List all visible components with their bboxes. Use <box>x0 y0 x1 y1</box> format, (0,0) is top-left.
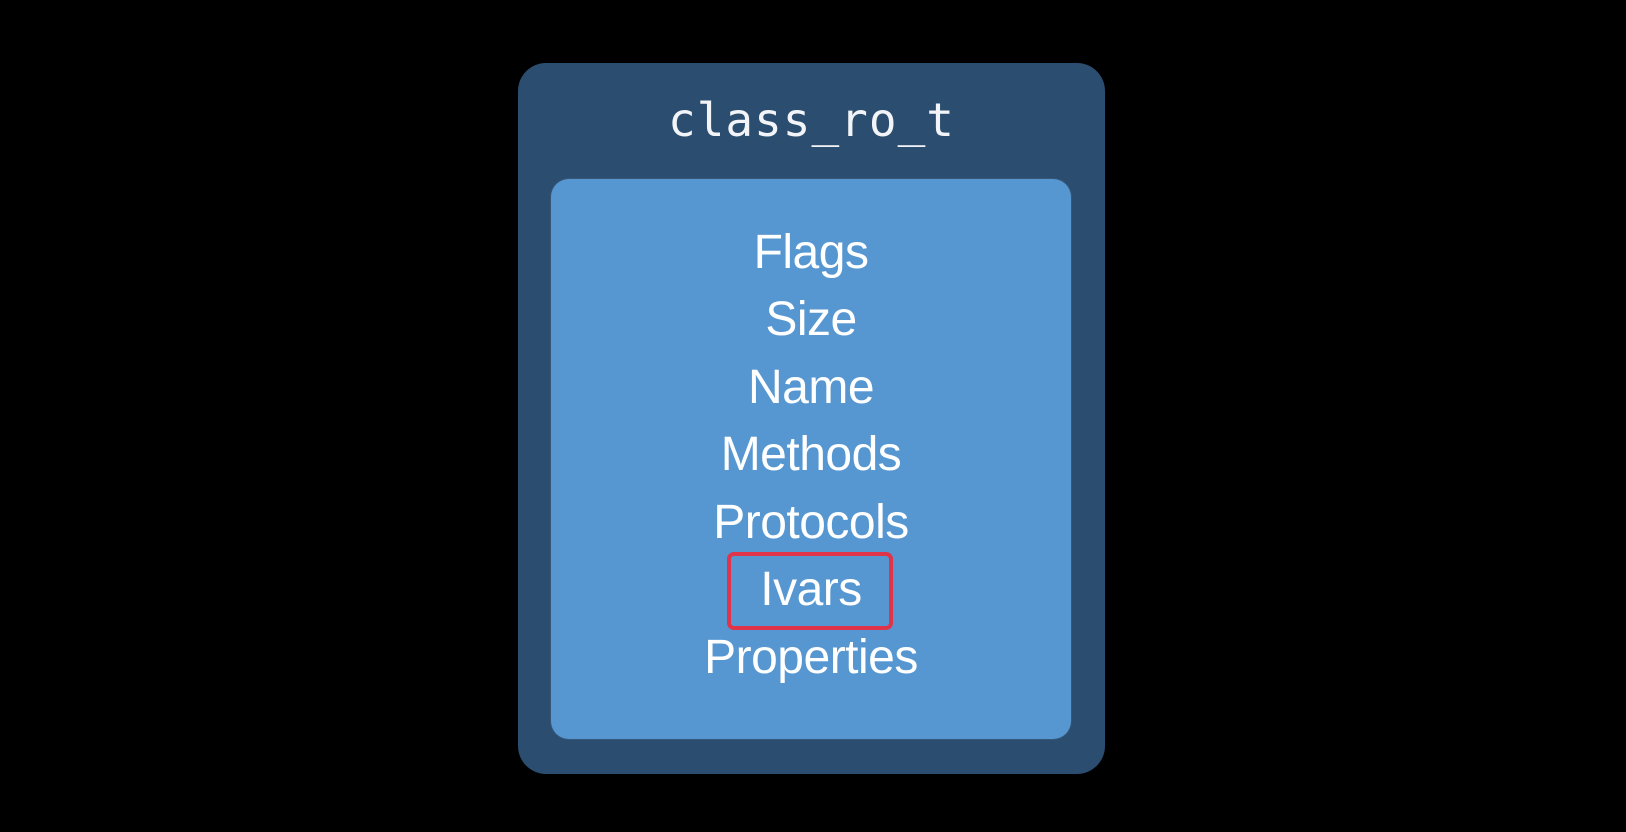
field-label: Methods <box>720 428 902 482</box>
struct-fields-panel: Flags Size Name Methods Protocols Ivars <box>551 179 1071 739</box>
field-label: Size <box>765 293 857 347</box>
field-item-size: Size <box>551 287 1071 355</box>
field-label: Properties <box>704 630 918 684</box>
struct-title: class_ro_t <box>668 93 955 147</box>
field-list: Flags Size Name Methods Protocols Ivars <box>551 219 1071 692</box>
field-item-protocols: Protocols <box>551 489 1071 557</box>
field-label: Ivars <box>760 563 862 617</box>
field-item-methods: Methods <box>551 422 1071 490</box>
field-item-flags: Flags <box>551 219 1071 287</box>
field-item-name: Name <box>551 354 1071 422</box>
field-label: Name <box>747 360 875 414</box>
field-label: Flags <box>753 225 869 279</box>
field-item-ivars: Ivars <box>551 557 1071 625</box>
field-item-properties: Properties <box>551 624 1071 692</box>
field-label: Protocols <box>713 495 909 549</box>
struct-container: class_ro_t Flags Size Name Methods Proto… <box>518 63 1105 774</box>
